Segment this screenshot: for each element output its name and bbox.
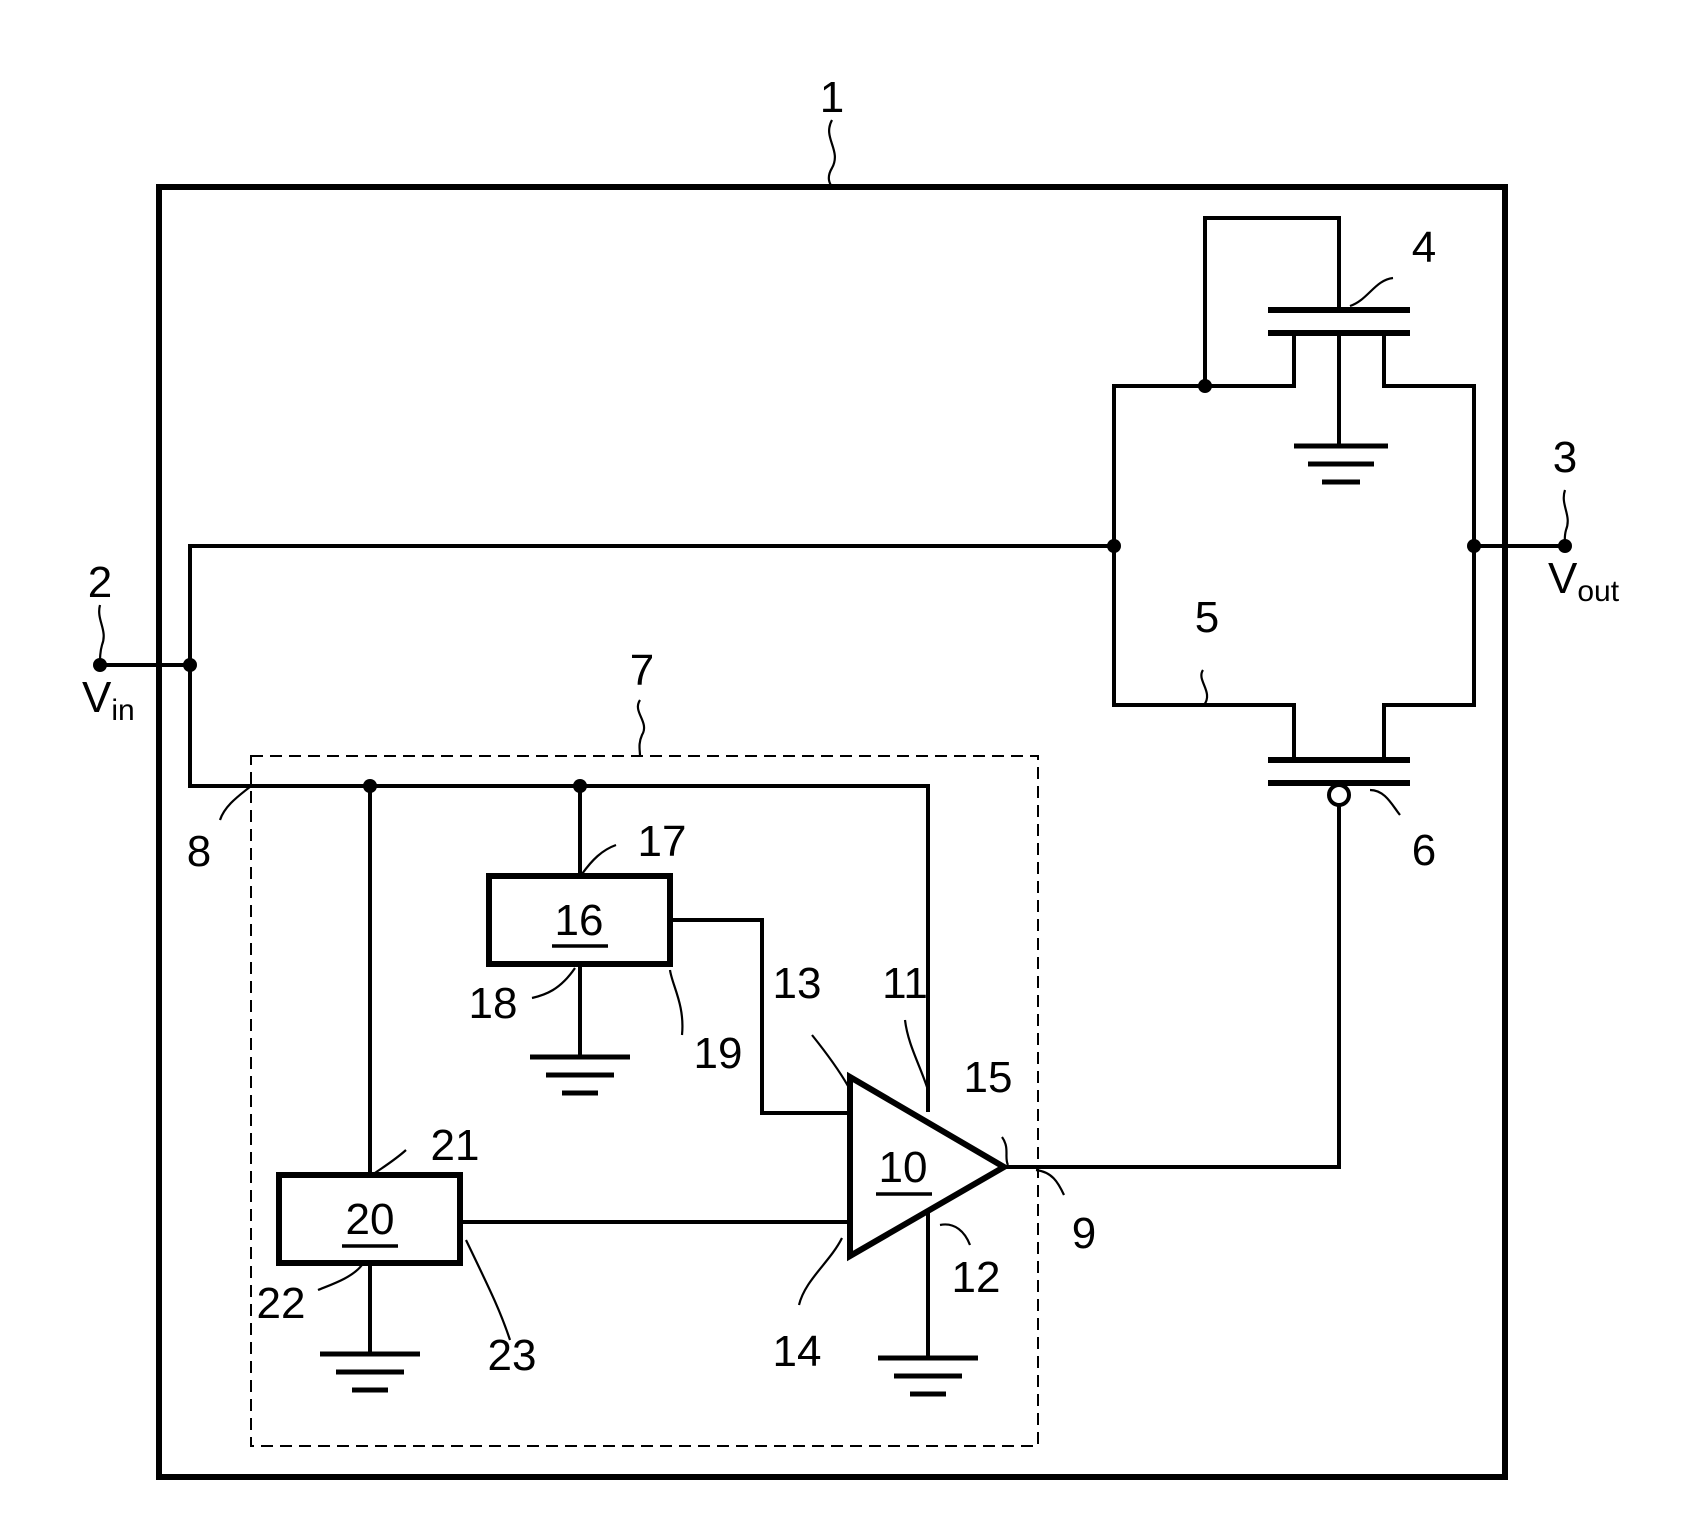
transistor-6-gate-line (1004, 805, 1339, 1167)
vin-main: V (82, 673, 112, 722)
label-23: 23 (488, 1331, 537, 1380)
label-4: 4 (1412, 223, 1436, 272)
label-7: 7 (630, 646, 654, 695)
label-22: 22 (257, 1279, 306, 1328)
label-12: 12 (952, 1253, 1001, 1302)
label-5: 5 (1195, 593, 1219, 642)
label-14: 14 (773, 1327, 822, 1376)
label-3: 3 (1553, 433, 1577, 482)
vin-label: Vin (82, 673, 135, 727)
label-8: 8 (187, 827, 211, 876)
transistor-6-gate-bubble (1329, 785, 1349, 805)
label-9: 9 (1072, 1209, 1096, 1258)
ground-icon (530, 1057, 630, 1093)
block-label-10: 10 (879, 1143, 928, 1192)
transistor-4-gate-loop (1205, 218, 1339, 386)
switch-input-junction (1107, 539, 1121, 553)
vout-label: Vout (1548, 554, 1620, 608)
label-19: 19 (694, 1029, 743, 1078)
transistor-4-gate-junction (1198, 379, 1212, 393)
label-11: 11 (882, 959, 928, 1008)
label-21: 21 (431, 1121, 480, 1170)
transistor-6-drain-lead (1384, 705, 1474, 760)
label-13: 13 (773, 959, 822, 1008)
leader-lines (99, 120, 1568, 1340)
label-1: 1 (820, 73, 844, 122)
vin-sub: in (111, 694, 134, 727)
label-2: 2 (88, 558, 112, 607)
device-frame (159, 187, 1505, 1477)
label-18: 18 (469, 979, 518, 1028)
block-label-16: 16 (555, 896, 604, 945)
block-label-20: 20 (346, 1195, 395, 1244)
label-15: 15 (964, 1053, 1013, 1102)
ground-icon (878, 1358, 978, 1394)
label-6: 6 (1412, 826, 1436, 875)
ground-icon (320, 1354, 420, 1390)
transistor-6-source-lead (1114, 705, 1294, 760)
label-17: 17 (638, 817, 687, 866)
vout-main: V (1548, 554, 1578, 603)
vout-sub: out (1577, 575, 1619, 608)
block-16-output-wire (670, 920, 850, 1113)
ground-icon (1294, 446, 1388, 482)
transistor-4-drain-lead (1384, 333, 1474, 386)
